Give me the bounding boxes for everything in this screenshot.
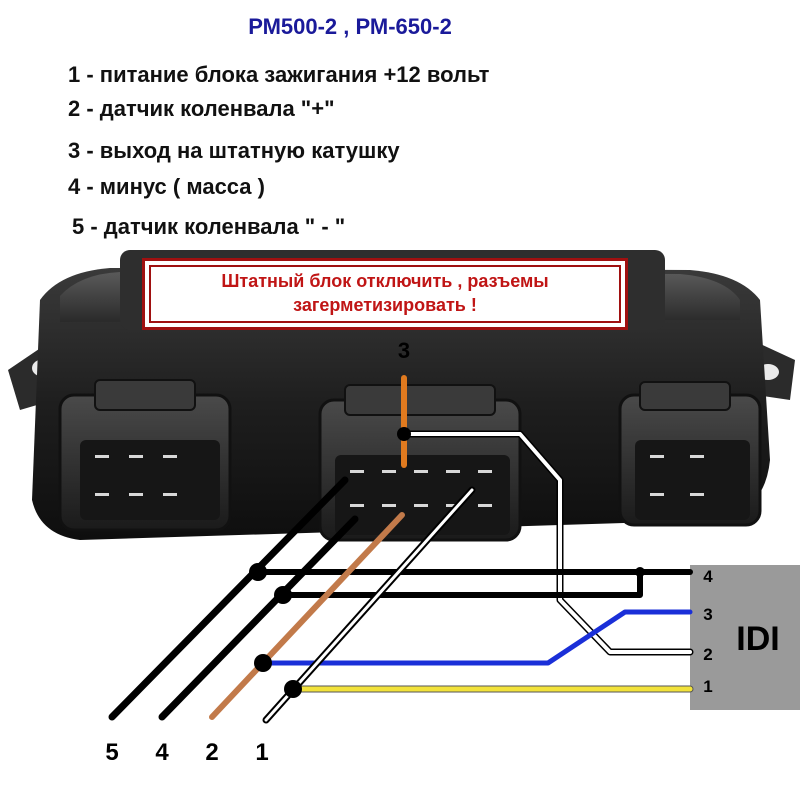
pin-slot (446, 504, 460, 507)
junction-yellow (284, 680, 302, 698)
pin-slot (650, 455, 664, 458)
idi-pin-2: 2 (703, 645, 712, 664)
junction-blue (254, 654, 272, 672)
legend-item-4: 4 - минус ( масса ) (68, 174, 265, 199)
junction-ground-c (635, 567, 645, 577)
pin-slot (382, 470, 396, 473)
legend-item-1: 1 - питание блока зажигания +12 вольт (68, 62, 490, 87)
pin-slot (95, 455, 109, 458)
middle-connector-latch (344, 384, 496, 416)
wire-white-pin2 (402, 432, 692, 654)
idi-box (690, 565, 800, 710)
junction-ground-b (274, 586, 292, 604)
left-connector-face (80, 440, 220, 520)
pin-slot (129, 493, 143, 496)
warning-line-1: Штатный блок отключить , разъемы (221, 271, 549, 291)
pin-slot (163, 493, 177, 496)
connector-pin-slots (95, 455, 704, 507)
wire-white-1 (264, 488, 474, 722)
pin-slot (690, 493, 704, 496)
pin-slot (690, 455, 704, 458)
pin-slot (414, 504, 428, 507)
bottom-label-5: 5 (105, 739, 118, 766)
legend-item-2: 2 - датчик коленвала "+" (68, 96, 335, 121)
junction-ground-a (249, 563, 267, 581)
pin-slot (446, 470, 460, 473)
idi-pin-3: 3 (703, 605, 712, 624)
pin-slot (95, 493, 109, 496)
wires (108, 375, 694, 724)
bottom-label-1: 1 (255, 739, 268, 766)
pin-slot (478, 504, 492, 507)
pin-slot (129, 455, 143, 458)
wire-brown-2 (209, 512, 405, 720)
wire-black-ground-b (280, 569, 643, 598)
legend-item-3: 3 - выход на штатную катушку (68, 138, 400, 163)
legend-item-5: 5 - датчик коленвала " - " (72, 214, 346, 239)
right-connector-face (635, 440, 750, 520)
middle-connector-face (335, 455, 510, 535)
idi-pin-4: 4 (703, 567, 713, 586)
idi-label: IDI (736, 620, 779, 658)
bottom-label-2: 2 (205, 739, 218, 766)
wire-blue-pin3 (260, 609, 693, 666)
pin-slot (478, 470, 492, 473)
bottom-label-4: 4 (155, 739, 169, 766)
diagram-title: РМ500-2 , РМ-650-2 (248, 14, 452, 39)
pin-slot (163, 455, 177, 458)
pin-slot (414, 470, 428, 473)
pin-slot (650, 493, 664, 496)
warning-line-2: загерметизировать ! (293, 295, 477, 315)
top-pin-label: 3 (398, 338, 410, 363)
warning-box: Штатный блок отключить , разъемы загерме… (142, 258, 628, 330)
pin-slot (350, 504, 364, 507)
right-connector-latch (639, 381, 731, 411)
idi-pin-1: 1 (703, 677, 712, 696)
wire-black-5 (108, 476, 349, 721)
wire-black-4 (158, 515, 359, 721)
pin-slot (382, 504, 396, 507)
left-connector-latch (94, 379, 196, 411)
junction-pin3 (397, 427, 411, 441)
pin-slot (350, 470, 364, 473)
